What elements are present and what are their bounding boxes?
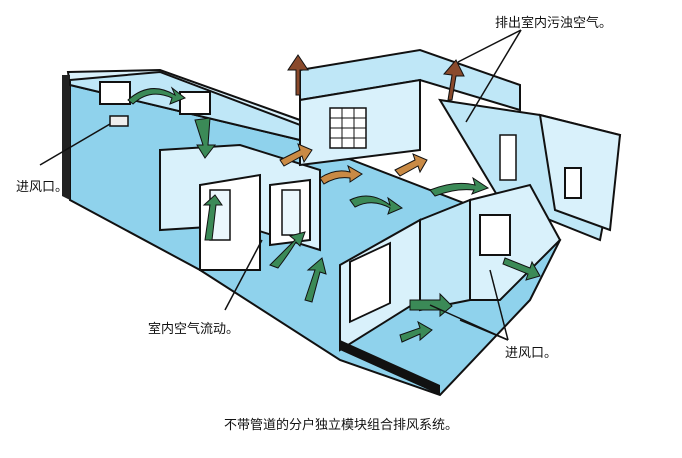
door-icon (281, 189, 301, 236)
window-icon (349, 241, 391, 324)
left-outer-wall (62, 75, 70, 200)
wall-fan-icon (109, 115, 129, 127)
window-icon (564, 167, 582, 199)
front-wall-right (419, 198, 471, 312)
orange-airflow-arrow-icon (279, 143, 428, 185)
window-icon (99, 81, 131, 105)
indoor-flow-label: 室内空气流动。 (148, 321, 240, 336)
window-icon (179, 91, 211, 115)
inlet-right-label: 进风口。 (505, 345, 558, 360)
exhaust-label: 排出室内污浊空气。 (495, 15, 613, 30)
figure-caption: 不带管道的分户独立模块组合排风系统。 (223, 417, 458, 432)
window-icon (479, 214, 511, 256)
inlet-left-label: 进风口。 (16, 179, 69, 194)
brown-exhaust-arrow-icon (287, 54, 465, 101)
door-icon (499, 134, 517, 181)
